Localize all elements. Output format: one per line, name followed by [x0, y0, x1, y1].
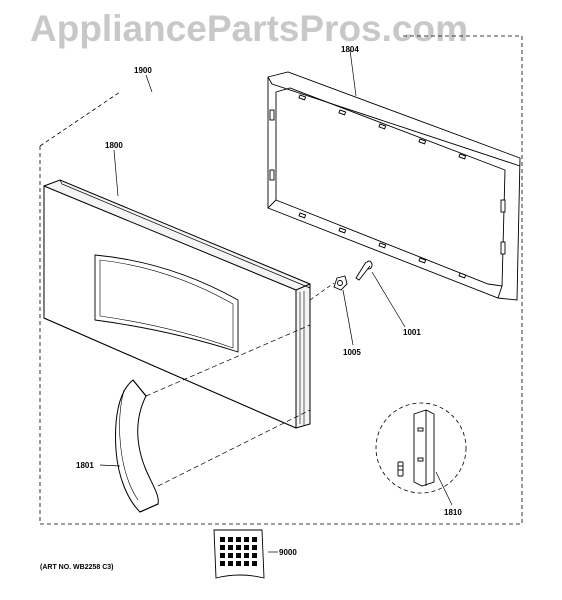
door-frame-1804	[267, 71, 521, 301]
grease-packet-9000	[213, 529, 265, 579]
label-1001: 1001	[403, 328, 421, 337]
label-1900: 1900	[134, 66, 152, 75]
leader-lines	[99, 49, 453, 553]
assembly-boundary-left-diagonal	[39, 91, 121, 147]
door-panel-1800	[43, 179, 311, 429]
handle-1801	[115, 379, 159, 513]
screw-1001	[355, 260, 373, 281]
assembly-boundary	[39, 35, 523, 525]
nut-1005	[333, 275, 348, 291]
label-1005: 1005	[343, 348, 361, 357]
art-number: (ART NO. WB2258 C3)	[40, 564, 114, 571]
label-1804: 1804	[341, 45, 359, 54]
label-1800: 1800	[105, 141, 123, 150]
watermark: AppliancePartsPros.com	[30, 8, 468, 49]
label-9000: 9000	[279, 548, 297, 557]
label-1810: 1810	[444, 508, 462, 517]
latch-detail-1810	[375, 402, 467, 494]
label-1801: 1801	[76, 461, 94, 470]
